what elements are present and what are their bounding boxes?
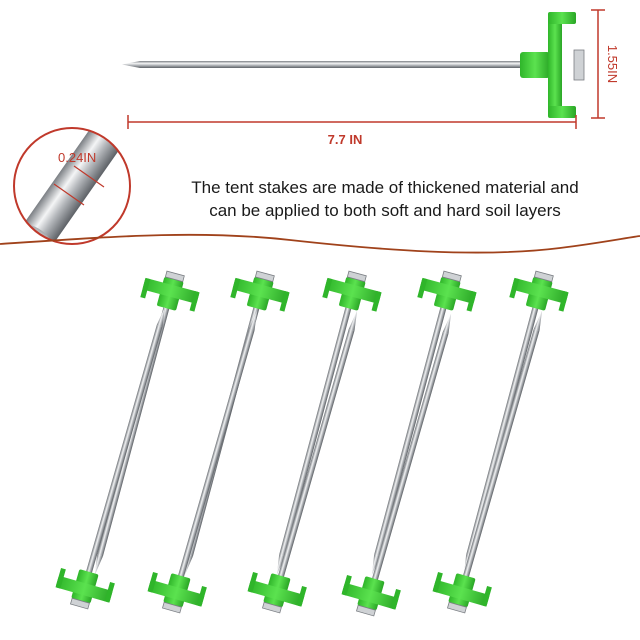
description-line-2: can be applied to both soft and hard soi… <box>209 201 561 220</box>
stake-up <box>428 302 570 619</box>
wave-divider <box>0 233 640 254</box>
diameter-label: 0.24IN <box>58 150 96 165</box>
head-height-label: 1.55IN <box>605 45 620 83</box>
stake-down <box>67 265 204 583</box>
hero-stake <box>122 12 585 118</box>
stake-down <box>344 265 481 583</box>
length-label: 7.7 IN <box>328 132 363 147</box>
stake-down <box>436 265 573 583</box>
description-line-1: The tent stakes are made of thickened ma… <box>191 178 579 197</box>
stake-down <box>249 265 386 583</box>
length-dimension: 7.7 IN <box>127 115 577 147</box>
stake-up <box>143 302 285 619</box>
diameter-detail: 0.24IN <box>13 127 131 245</box>
stake-up <box>51 298 193 615</box>
product-description: The tent stakes are made of thickened ma… <box>150 176 620 222</box>
head-height-dimension: 1.55IN <box>591 9 620 119</box>
stake-up <box>243 302 385 619</box>
stakes-group <box>51 265 573 622</box>
